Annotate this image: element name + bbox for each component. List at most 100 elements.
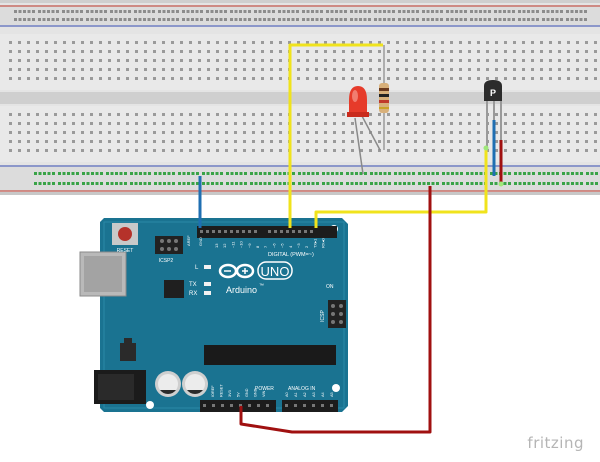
rail-hole — [466, 182, 469, 185]
breadboard-hole — [198, 113, 201, 116]
power-pin-label: IOREF — [211, 385, 215, 397]
rail-hole — [566, 10, 569, 13]
rail-hole — [143, 182, 147, 185]
rail-hole — [244, 182, 247, 185]
rail-hole — [514, 182, 517, 185]
breadboard-hole — [126, 77, 129, 80]
rail-hole — [254, 10, 257, 13]
breadboard-hole — [414, 113, 417, 116]
rail-hole — [128, 10, 131, 13]
breadboard-hole — [540, 131, 543, 134]
breadboard-hole — [513, 59, 516, 62]
rail-hole — [442, 182, 445, 185]
breadboard-hole — [261, 41, 264, 44]
header-pin — [242, 230, 245, 233]
header-pin — [274, 230, 277, 233]
reset-button[interactable] — [112, 223, 138, 245]
breadboard-hole — [306, 131, 309, 134]
rail-hole — [267, 18, 271, 21]
breadboard-hole — [396, 68, 399, 71]
rail-hole — [527, 18, 530, 21]
rail-hole — [392, 10, 395, 13]
breadboard-hole — [414, 122, 417, 125]
breadboard-hole — [594, 68, 597, 71]
breadboard-hole — [63, 122, 66, 125]
breadboard-hole — [522, 149, 525, 152]
breadboard-hole — [63, 149, 66, 152]
rail-hole — [219, 10, 223, 13]
breadboard-hole — [99, 77, 102, 80]
rail-hole — [272, 10, 275, 13]
breadboard-hole — [126, 149, 129, 152]
breadboard-hole — [261, 140, 264, 143]
breadboard-hole — [9, 68, 12, 71]
breadboard-hole — [477, 41, 480, 44]
rail-hole — [518, 182, 522, 185]
breadboard-hole — [369, 77, 372, 80]
breadboard-hole — [180, 131, 183, 134]
breadboard-hole — [576, 41, 579, 44]
breadboard-hole — [189, 113, 192, 116]
rail-hole — [152, 10, 155, 13]
rail-hole — [470, 10, 473, 13]
rail-hole — [154, 172, 157, 175]
breadboard-hole — [144, 41, 147, 44]
breadboard-hole — [27, 122, 30, 125]
rail-hole — [320, 10, 323, 13]
breadboard-hole — [36, 59, 39, 62]
breadboard-hole — [405, 59, 408, 62]
breadboard-hole — [423, 149, 426, 152]
breadboard-hole — [405, 41, 408, 44]
breadboard-hole — [27, 140, 30, 143]
breadboard-hole — [450, 77, 453, 80]
header-pin — [230, 230, 233, 233]
breadboard-hole — [531, 77, 534, 80]
breadboard-hole — [243, 113, 246, 116]
breadboard-hole — [72, 122, 75, 125]
rail-hole — [326, 182, 330, 185]
rail-hole — [254, 18, 257, 21]
breadboard-hole — [558, 77, 561, 80]
breadboard-hole — [252, 113, 255, 116]
rail-hole — [66, 18, 70, 21]
rail-hole — [335, 172, 339, 175]
rail-hole — [503, 18, 506, 21]
rail-hole — [56, 18, 59, 21]
breadboard-hole — [153, 68, 156, 71]
rail-hole — [248, 18, 251, 21]
digital-pin-label: ~10 — [239, 240, 244, 248]
breadboard-hole — [387, 68, 390, 71]
breadboard-hole — [270, 59, 273, 62]
rail-hole — [475, 172, 478, 175]
breadboard-hole — [162, 149, 165, 152]
power-pin-label: VIN — [262, 390, 266, 397]
rail-hole — [378, 10, 382, 13]
rail-hole — [398, 182, 402, 185]
rail-hole — [306, 10, 310, 13]
breadboard-hole — [99, 68, 102, 71]
rail-hole — [474, 18, 478, 21]
power-pin-label: A2 — [303, 392, 307, 397]
breadboard-hole — [45, 50, 48, 53]
rail-hole — [383, 172, 387, 175]
rail-hole — [427, 172, 430, 175]
rail-hole — [23, 10, 26, 13]
rail-hole — [503, 172, 507, 175]
breadboard-hole — [18, 68, 21, 71]
rail-hole — [278, 172, 282, 175]
breadboard-hole — [558, 50, 561, 53]
breadboard-hole — [567, 59, 570, 62]
rail-hole — [555, 10, 559, 13]
breadboard-hole — [522, 50, 525, 53]
rail-hole — [562, 172, 565, 175]
rail-hole — [67, 182, 70, 185]
breadboard-hole — [387, 50, 390, 53]
rail-hole — [43, 182, 46, 185]
breadboard-hole — [396, 122, 399, 125]
breadboard-hole — [324, 41, 327, 44]
breadboard-hole — [531, 68, 534, 71]
breadboard-hole — [432, 68, 435, 71]
digital-pin-label: ~5 — [280, 243, 285, 248]
rail-hole — [426, 18, 430, 21]
breadboard-hole — [351, 68, 354, 71]
